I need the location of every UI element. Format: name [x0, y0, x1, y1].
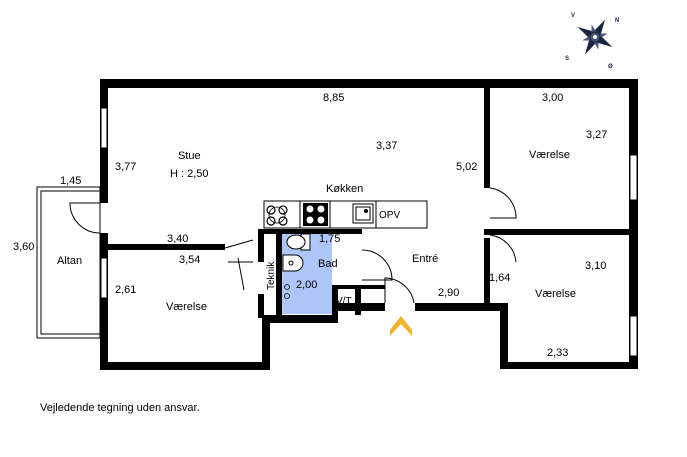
dim-se-room-gap: 1,64 — [489, 272, 510, 284]
compass-o: Ø — [608, 64, 613, 70]
toilet-icon — [286, 233, 311, 251]
disclaimer-text: Vejledende tegning uden ansvar. — [40, 402, 200, 414]
label-vt: V/T — [336, 296, 352, 307]
room-stue-height: H : 2,50 — [170, 168, 209, 180]
label-opv: OPV — [379, 210, 400, 221]
dim-altan-width: 1,45 — [60, 175, 81, 187]
dim-top-width: 8,85 — [323, 92, 344, 104]
room-stue: Stue — [178, 150, 201, 162]
dim-altan-depth: 3,60 — [13, 241, 34, 253]
dim-hall-depth: 5,02 — [456, 161, 477, 173]
dim-bath-width: 1,75 — [319, 233, 340, 245]
compass-n: N — [615, 18, 619, 24]
cooktop-icon — [303, 203, 328, 226]
room-kokken: Køkken — [326, 183, 363, 195]
dim-bath-depth: 2,00 — [296, 279, 317, 291]
dim-ne-room-depth: 3,27 — [586, 129, 607, 141]
room-teknik: Teknik — [266, 261, 277, 290]
windows — [100, 107, 638, 357]
room-vaerelse-se: Værelse — [535, 288, 576, 300]
room-bad: Bad — [318, 258, 338, 270]
dim-sw-room-depth: 2,61 — [115, 284, 136, 296]
compass-v: V — [571, 13, 575, 19]
doors — [69, 187, 517, 311]
dim-wall-354: 3,54 — [179, 254, 200, 266]
room-vaerelse-ne: Værelse — [529, 149, 570, 161]
washer-icon — [284, 284, 290, 299]
kitchen-counter — [263, 200, 428, 229]
dim-se-room-depth: 3,10 — [585, 260, 606, 272]
entry-arrow-icon — [390, 316, 412, 336]
sink-icon — [352, 203, 374, 224]
dim-entry-width: 2,90 — [438, 287, 459, 299]
dim-kitchen-depth: 3,37 — [376, 140, 397, 152]
stove-icon — [266, 205, 288, 226]
room-entre: Entré — [412, 253, 438, 265]
balcony — [36, 186, 101, 339]
room-altan: Altan — [57, 255, 82, 267]
compass-icon — [577, 19, 613, 55]
interior-walls — [108, 88, 638, 318]
dim-stue-depth: 3,77 — [115, 161, 136, 173]
compass-s: S — [565, 56, 569, 62]
dim-ne-room-width: 3,00 — [542, 92, 563, 104]
dim-se-room-width: 2,33 — [547, 347, 568, 359]
room-vaerelse-sw: Værelse — [166, 301, 207, 313]
bath-sink-icon — [282, 254, 304, 272]
dim-wall-340: 3,40 — [167, 233, 188, 245]
